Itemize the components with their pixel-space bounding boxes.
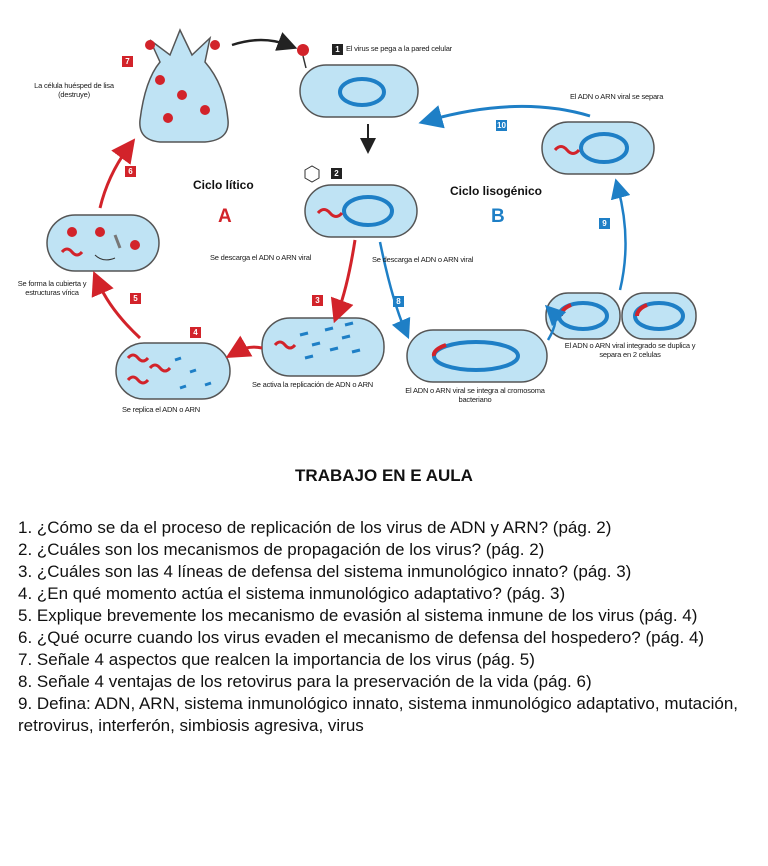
cell-separates [541,121,655,175]
question-item: 7. Señale 4 aspectos que realcen la impo… [18,650,535,669]
arrow-integrate-to-duplicate [544,304,567,341]
label-lytic-cycle: Ciclo lítico [193,178,254,192]
virus-head [163,113,173,123]
cell-integrates [406,329,548,383]
arrow-unload-to-replication [330,239,357,324]
step-6-marker: 6 [125,166,136,177]
arrow-replicates-to-assembly [91,270,142,340]
arrow-assembly-to-lysis [98,138,136,209]
question-item: 6. ¿Qué ocurre cuando los virus evaden e… [18,628,705,647]
label-integrates: El ADN o ARN viral se integra al cromoso… [405,386,545,404]
lysed-cell [139,28,229,143]
arrow-replication-to-replicates [225,335,263,359]
question-item: 9. Defina: ADN, ARN, sistema inmunológic… [18,694,739,735]
label-lysogenic-cycle: Ciclo lisogénico [450,184,543,198]
cell-replication-active [261,317,385,377]
section-title: TRABAJO EN E AULA [295,466,473,485]
label-separates: El ADN o ARN viral se separa [570,92,664,101]
question-item: 4. ¿En qué momento actúa el sistema inmu… [18,584,566,603]
question-item: 2. ¿Cuáles son los mecanismos de propaga… [18,540,545,559]
label-unload-right: Se descarga el ADN o ARN viral [372,255,474,264]
virus-head [155,75,165,85]
cell-replicates [115,342,231,400]
step-7-marker: 7 [122,56,133,67]
cell-assembly [46,214,160,272]
viral-life-cycle-diagram: 1 2 3 4 5 6 7 8 9 10 El virus se pega a … [0,0,768,425]
cell-unload [304,165,418,238]
question-item: 8. Señale 4 ventajas de los retovirus pa… [18,672,592,691]
step-10-marker: 10 [496,120,507,131]
label-letter-b: B [491,206,505,227]
virus-head [210,40,220,50]
arrow-duplicate-to-separates [610,178,631,291]
label-letter-a: A [218,206,232,227]
question-item: 1. ¿Cómo se da el proceso de replicación… [18,518,612,537]
question-list: 1. ¿Cómo se da el proceso de replicación… [18,517,763,737]
arrow-separates-to-attach [418,104,591,129]
arrow-lysis-to-attach [231,32,298,51]
step-3-marker: 3 [312,295,323,306]
virus-head [145,40,155,50]
step-4-marker: 4 [190,327,201,338]
label-integrated-duplicates: El ADN o ARN viral integrado se duplica … [564,341,696,359]
label-activates-replication: Se activa la replicación de ADN o ARN [252,380,373,389]
step-5-marker: 5 [130,293,141,304]
cell-attach [297,44,419,118]
step-1-marker: 1 [332,44,343,55]
label-forms-cover: Se forma la cubierta y estructuras víric… [17,279,87,297]
label-unload-left: Se descarga el ADN o ARN viral [210,253,312,262]
label-virus-attaches: El virus se pega a la pared celular [346,44,452,53]
step-8-marker: 8 [393,296,404,307]
question-item: 3. ¿Cuáles son las 4 líneas de defensa d… [18,562,632,581]
step-9-marker: 9 [599,218,610,229]
cell-duplicated [545,292,697,340]
label-replicates: Se replica el ADN o ARN [122,405,200,414]
virus-head [177,90,187,100]
question-item: 5. Explique brevemente los mecanismo de … [18,606,698,625]
step-2-marker: 2 [331,168,342,179]
virus-head [200,105,210,115]
arrow-unload-to-integrate [378,241,411,340]
diagram-drawing [40,26,705,416]
label-host-lysis: La célula huésped de lisa (destruye) [34,81,114,99]
